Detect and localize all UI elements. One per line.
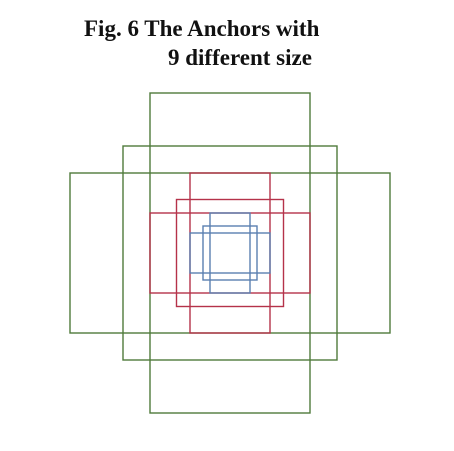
anchor-box-large-tall xyxy=(149,92,311,414)
caption-line-1: Fig. 6 The Anchors with xyxy=(84,16,320,41)
figure-caption: Fig. 6 The Anchors with 9 different size xyxy=(0,14,454,72)
anchor-box-medium-square xyxy=(175,198,285,308)
anchor-box-medium-tall xyxy=(189,172,271,334)
anchor-box-large-wide xyxy=(69,172,391,334)
anchor-boxes xyxy=(69,92,391,414)
caption-line-2: 9 different size xyxy=(168,45,312,70)
anchor-box-medium-wide xyxy=(149,212,311,294)
anchor-box-small-wide xyxy=(189,232,271,274)
anchor-box-small-tall xyxy=(209,212,251,294)
anchor-box-small-square xyxy=(202,225,258,281)
anchor-box-large-square xyxy=(122,145,338,361)
